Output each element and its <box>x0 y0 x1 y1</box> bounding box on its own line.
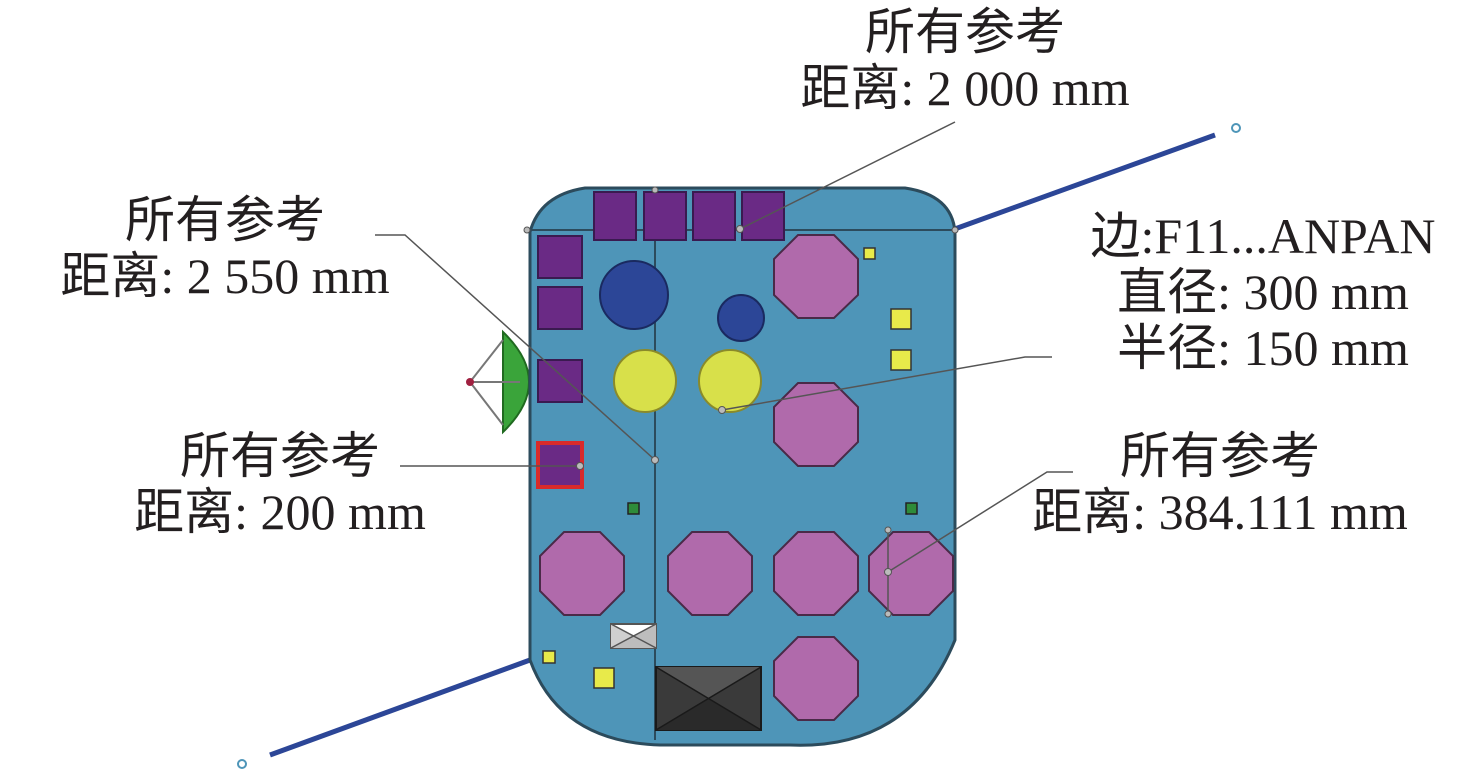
octagon-middle-right <box>773 382 859 467</box>
annotation-upper-left-title: 所有参考 <box>125 192 325 248</box>
dot-octagon-top <box>884 526 892 534</box>
antenna-boom-lower-left <box>269 657 531 758</box>
leader-dot-top <box>736 225 744 233</box>
corner-dot-left <box>523 226 531 234</box>
octagon-row-2 <box>667 531 753 616</box>
annotation-lower-right-value: 距离: 384.111 mm <box>1032 484 1408 540</box>
octagon-row-4 <box>868 531 954 616</box>
annotation-mid-left-title: 所有参考 <box>180 428 380 484</box>
yellow-square-4 <box>542 650 556 664</box>
octagon-bottom <box>773 636 859 721</box>
purple-box-top-4 <box>741 191 785 241</box>
annotation-right-edge: 边:F11...ANPAN 直径: 300 mm 半径: 150 mm <box>1068 208 1458 376</box>
annotation-upper-left: 所有参考 距离: 2 550 mm <box>30 192 420 304</box>
purple-box-top-1 <box>593 191 637 241</box>
leader-upper-left <box>375 234 656 461</box>
dish-feed-point <box>466 378 474 386</box>
antenna-tip-upper-right <box>1231 123 1241 133</box>
corner-dot-right <box>951 226 959 234</box>
octagon-row-1 <box>539 531 625 616</box>
leader-dot-octagon <box>884 568 892 576</box>
annotation-right-edge-diameter: 直径: 300 mm <box>1117 264 1409 320</box>
leader-dot-center <box>651 456 659 464</box>
dark-pyramid-block <box>655 666 762 731</box>
annotation-top-value: 距离: 2 000 mm <box>800 60 1130 116</box>
octagon-upper-right <box>773 234 859 319</box>
leader-lower-right <box>887 471 1073 573</box>
purple-box-top-2 <box>643 191 687 241</box>
leader-right-edge <box>721 356 1052 411</box>
purple-box-left-2 <box>537 286 583 330</box>
yellow-square-tiny <box>863 247 876 260</box>
navy-circle-large <box>599 260 669 330</box>
annotation-upper-left-value: 距离: 2 550 mm <box>60 248 390 304</box>
leader-dot-red-box <box>576 462 584 470</box>
annotation-lower-right-title: 所有参考 <box>1120 428 1320 484</box>
yellow-square-1 <box>890 308 912 330</box>
yellow-circle-right <box>698 349 762 413</box>
yellow-square-2 <box>890 349 912 371</box>
purple-box-left-3 <box>537 359 583 403</box>
antenna-tip-lower-left <box>237 759 247 769</box>
annotation-mid-left-value: 距离: 200 mm <box>134 484 426 540</box>
purple-box-left-1 <box>537 235 583 279</box>
purple-box-left-red <box>536 441 584 489</box>
annotation-top-title: 所有参考 <box>865 4 1065 60</box>
purple-box-top-3 <box>692 191 736 241</box>
annotation-mid-left: 所有参考 距离: 200 mm <box>110 428 450 540</box>
dot-octagon-bottom <box>884 610 892 618</box>
antenna-boom-upper-right <box>951 132 1216 233</box>
annotation-lower-right: 所有参考 距离: 384.111 mm <box>1000 428 1440 540</box>
satellite-panel <box>528 186 957 747</box>
yellow-circle-left <box>613 349 677 413</box>
annotation-right-edge-radius: 半径: 150 mm <box>1117 320 1409 376</box>
corner-dot-top <box>651 186 659 194</box>
green-square-2 <box>905 502 918 515</box>
navy-circle-small <box>717 294 765 342</box>
leader-top <box>739 121 956 230</box>
annotation-right-edge-name: 边:F11...ANPAN <box>1090 208 1436 264</box>
leader-dot-yellow <box>718 406 726 414</box>
annotation-top: 所有参考 距离: 2 000 mm <box>780 4 1150 116</box>
cross-box <box>610 623 657 649</box>
green-square-1 <box>627 502 640 515</box>
octagon-row-3 <box>773 531 859 616</box>
yellow-square-3 <box>593 667 615 689</box>
